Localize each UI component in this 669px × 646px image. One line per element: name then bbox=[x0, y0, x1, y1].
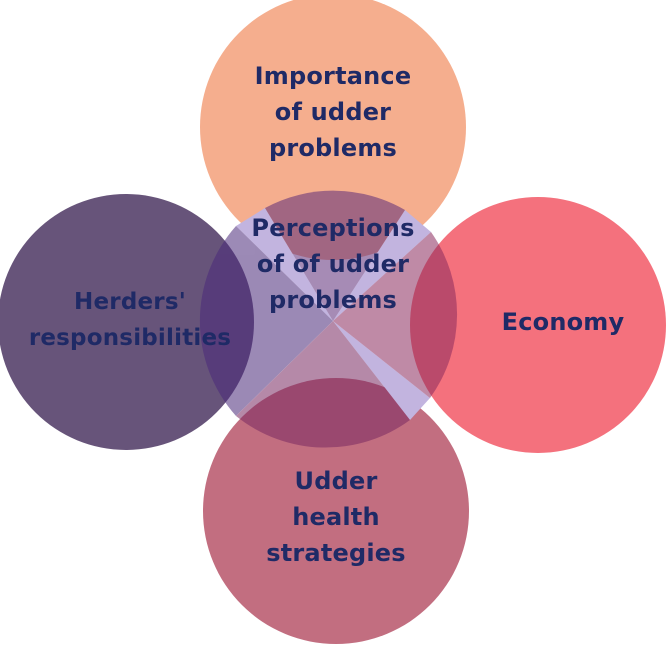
label-perceptions-of-udder-problems: Perceptions of of udder problems bbox=[251, 214, 415, 314]
label-economy: Economy bbox=[501, 308, 625, 336]
circle-bottom bbox=[203, 378, 469, 644]
circle-right bbox=[410, 197, 666, 453]
center-circle bbox=[199, 190, 458, 448]
circle-top bbox=[200, 0, 466, 260]
label-herders-responsibilities: Herders' responsibilities bbox=[28, 289, 232, 351]
label-importance-of-udder-problems: Importance of udder problems bbox=[254, 62, 412, 162]
circle-left bbox=[0, 194, 254, 450]
gap-upper-right bbox=[333, 210, 431, 321]
center-quadrant-right bbox=[333, 232, 458, 398]
center-quadrant-left bbox=[199, 226, 333, 416]
gap-lower-right bbox=[333, 321, 430, 420]
center-quadrant-top bbox=[265, 190, 405, 321]
label-udder-health-strategies: Udder health strategies bbox=[266, 467, 406, 567]
gap-upper-left bbox=[236, 208, 333, 321]
center-quadrant-bottom bbox=[236, 321, 410, 448]
